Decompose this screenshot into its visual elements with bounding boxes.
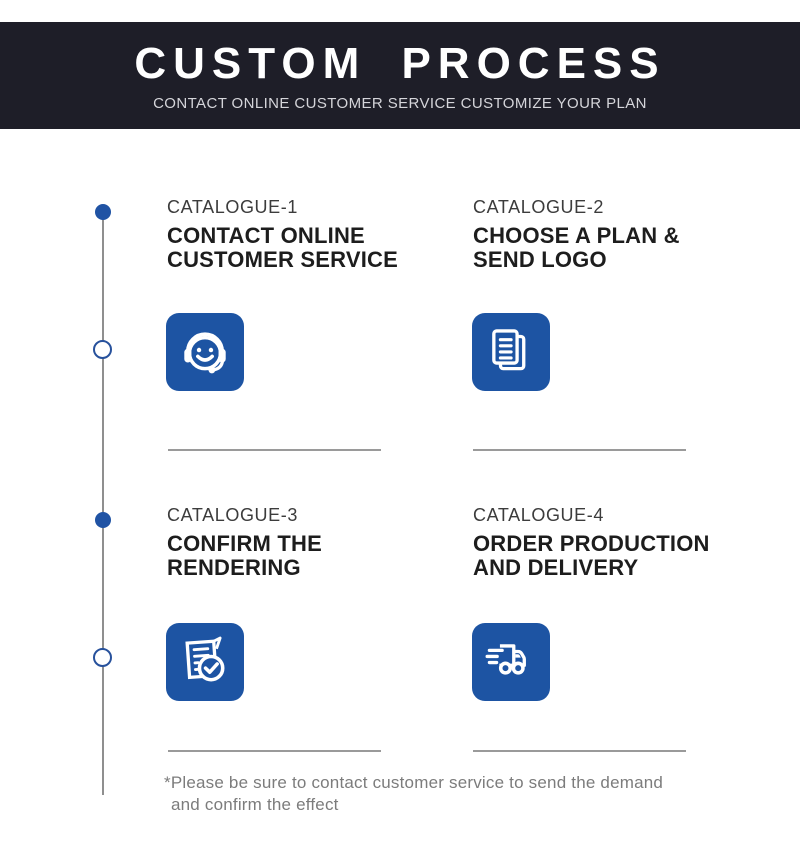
document-check-icon: [166, 623, 244, 701]
page-subtitle: CONTACT ONLINE CUSTOMER SERVICE CUSTOMIZ…: [153, 94, 647, 112]
divider: [168, 449, 381, 451]
timeline-line: [102, 212, 104, 795]
step-label: CATALOGUE-1: [167, 197, 298, 217]
timeline-dot-step3: [95, 512, 111, 528]
divider: [473, 750, 686, 752]
header-banner: CUSTOM PROCESS CONTACT ONLINE CUSTOMER S…: [0, 22, 800, 129]
timeline-dot-step1: [95, 204, 111, 220]
delivery-truck-icon: [472, 623, 550, 701]
footnote-line2: and confirm the effect: [171, 795, 339, 814]
step-label: CATALOGUE-3: [167, 505, 298, 525]
divider: [473, 449, 686, 451]
step-title: CHOOSE A PLAN & SEND LOGO: [473, 223, 680, 272]
documents-plan-icon: [472, 313, 550, 391]
step-catalogue-1: CATALOGUE-1 CONTACT ONLINE CUSTOMER SERV…: [167, 197, 467, 271]
page-title: CUSTOM PROCESS: [134, 38, 666, 88]
footnote: *Please be sure to contact customer serv…: [164, 772, 663, 816]
step-catalogue-4: CATALOGUE-4 ORDER PRODUCTION AND DELIVER…: [473, 505, 773, 579]
step-title: CONFIRM THE RENDERING: [167, 531, 322, 580]
customer-service-headset-icon: [166, 313, 244, 391]
step-title: CONTACT ONLINE CUSTOMER SERVICE: [167, 223, 398, 272]
step-title: ORDER PRODUCTION AND DELIVERY: [473, 531, 710, 580]
footnote-line1: *Please be sure to contact customer serv…: [164, 773, 664, 792]
timeline-ring-step3: [93, 648, 112, 667]
step-catalogue-3: CATALOGUE-3 CONFIRM THE RENDERING: [167, 505, 467, 579]
timeline-ring-step1: [93, 340, 112, 359]
step-label: CATALOGUE-2: [473, 197, 604, 217]
step-label: CATALOGUE-4: [473, 505, 604, 525]
step-catalogue-2: CATALOGUE-2 CHOOSE A PLAN & SEND LOGO: [473, 197, 773, 271]
divider: [168, 750, 381, 752]
